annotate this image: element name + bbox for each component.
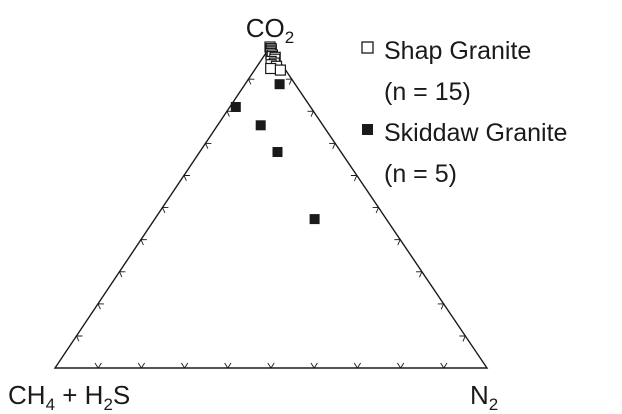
legend-label-shap-granite: Shap Granite (384, 37, 531, 65)
vertex-label-left: CH4 + H2S (8, 380, 130, 414)
tick-right-8 (437, 303, 445, 310)
tick-right-4 (350, 174, 358, 182)
data-point-skiddaw-granite-4 (272, 147, 283, 157)
tick-bottom-8 (397, 362, 405, 369)
tick-right-1 (285, 78, 293, 85)
tick-left-4 (140, 239, 147, 246)
tick-bottom-1 (94, 362, 102, 369)
legend-count-skiddaw-granite: (n = 5) (384, 160, 457, 188)
data-point-skiddaw-granite-3 (255, 120, 266, 131)
tick-left-9 (247, 78, 255, 85)
data-point-shap-granite-14 (265, 62, 277, 75)
data-point-skiddaw-granite-2 (230, 102, 241, 112)
tick-right-6 (394, 239, 401, 246)
data-point-skiddaw-granite-1 (274, 79, 285, 90)
legend-marker-shap-granite (361, 41, 374, 54)
tick-left-3 (118, 271, 126, 278)
vertex-label-right: N2 (470, 380, 498, 414)
vertex-label-top: CO2 (246, 13, 294, 47)
legend-count-shap-granite: (n = 15) (384, 78, 471, 106)
data-points (230, 41, 320, 225)
legend: Shap Granite (n = 15) Skiddaw Granite (n… (361, 37, 567, 188)
tick-bottom-9 (440, 362, 448, 369)
tick-left-7 (204, 142, 212, 149)
tick-left-8 (226, 110, 233, 117)
tick-bottom-2 (137, 362, 145, 369)
tick-right-3 (329, 142, 336, 149)
tick-left-6 (183, 174, 190, 181)
tick-bottom-7 (353, 362, 361, 369)
tick-bottom-4 (224, 362, 232, 369)
data-point-shap-granite-15 (274, 64, 286, 76)
tick-right-9 (459, 335, 466, 342)
tick-left-2 (97, 303, 104, 310)
tick-bottom-6 (310, 362, 318, 369)
tick-left-1 (75, 335, 83, 342)
legend-marker-skiddaw-granite (362, 124, 373, 135)
data-point-skiddaw-granite-5 (309, 214, 320, 225)
tick-right-2 (307, 110, 315, 117)
tick-bottom-5 (267, 362, 275, 369)
tick-right-7 (415, 271, 423, 278)
legend-label-skiddaw-granite: Skiddaw Granite (384, 119, 567, 147)
tick-right-5 (372, 207, 380, 214)
tick-left-5 (161, 207, 169, 214)
tick-marks (75, 78, 466, 369)
tick-bottom-3 (181, 362, 189, 369)
